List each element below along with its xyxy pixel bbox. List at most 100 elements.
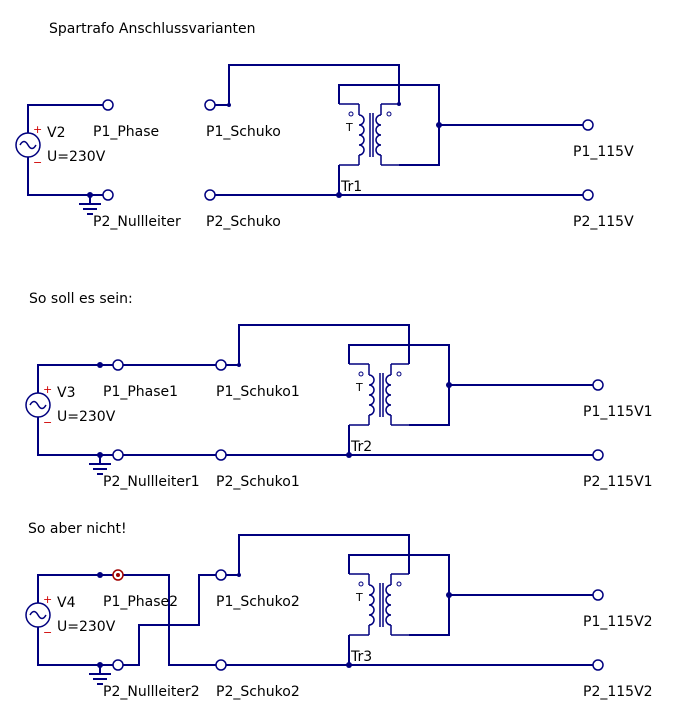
source-plus-sign: + — [43, 593, 52, 606]
polarity-dot — [358, 581, 364, 587]
port-out1[interactable] — [582, 119, 594, 131]
port-out2[interactable] — [592, 659, 604, 671]
junction-dot — [227, 103, 231, 107]
source-name: V3 — [57, 385, 75, 401]
port-schuko2-label: P2_Schuko1 — [216, 474, 300, 490]
circuit-1: + − V2 U=230V P1_Phase P2_Nullleiter P1_… — [15, 64, 634, 230]
port-schuko2[interactable] — [215, 659, 227, 671]
port-schuko2-label: P2_Schuko2 — [216, 684, 300, 700]
source-name: V2 — [47, 125, 65, 141]
port-phase-label: P1_Phase2 — [103, 594, 178, 610]
wire-phase-crossed[interactable] — [37, 574, 216, 666]
junction-dot — [97, 662, 103, 668]
source-plus-sign: + — [43, 383, 52, 396]
page-title: Spartrafo Anschlussvarianten — [49, 21, 255, 37]
ground-symbol — [89, 463, 111, 475]
port-schuko1-label: P1_Schuko1 — [216, 384, 300, 400]
port-phase-fault-mark — [116, 573, 120, 577]
port-out1-label: P1_115V2 — [583, 614, 653, 630]
source-minus-sign: − — [43, 416, 52, 429]
ground-symbol — [89, 673, 111, 685]
wire-transformer-loop[interactable] — [338, 84, 440, 166]
source-minus-sign: − — [33, 156, 42, 169]
junction-dot — [436, 122, 442, 128]
port-phase[interactable] — [102, 99, 114, 111]
port-out1[interactable] — [592, 589, 604, 601]
source-value: U=230V — [47, 149, 106, 165]
source-name: V4 — [57, 595, 76, 611]
port-schuko2-label: P2_Schuko — [206, 214, 281, 230]
junction-dot — [346, 662, 352, 668]
junction-dot — [237, 573, 241, 577]
port-schuko2[interactable] — [215, 449, 227, 461]
ground-symbol — [79, 203, 101, 215]
transformer[interactable] — [349, 363, 409, 426]
port-phase-label: P1_Phase1 — [103, 384, 178, 400]
voltage-source[interactable]: + − — [15, 123, 42, 169]
wire-neutral[interactable] — [27, 157, 108, 196]
port-schuko1[interactable] — [204, 99, 216, 111]
port-phase-label: P1_Phase — [93, 124, 159, 140]
port-neutral[interactable] — [112, 449, 124, 461]
wire-phase[interactable] — [37, 364, 113, 393]
port-neutral[interactable] — [112, 659, 124, 671]
transformer-type-label: T — [355, 381, 363, 394]
port-neutral[interactable] — [102, 189, 114, 201]
port-out1-label: P1_115V1 — [583, 404, 653, 420]
port-schuko1-label: P1_Schuko2 — [216, 594, 300, 610]
transformer-name: Tr3 — [350, 649, 372, 665]
port-schuko1[interactable] — [215, 359, 227, 371]
source-plus-sign: + — [33, 123, 42, 136]
transformer-type-label: T — [345, 121, 353, 134]
port-out2[interactable] — [592, 449, 604, 461]
junction-dot — [97, 362, 103, 368]
source-minus-sign: − — [43, 626, 52, 639]
junction-dot — [97, 452, 103, 458]
wire-schuko1-to-tap[interactable] — [226, 534, 410, 576]
wire-schuko1-to-tap[interactable] — [215, 64, 400, 106]
port-out1-label: P1_115V — [573, 144, 634, 160]
port-neutral-label: P2_Nullleiter — [93, 214, 181, 230]
transformer-name: Tr2 — [350, 439, 372, 455]
wire-transformer-loop[interactable] — [348, 344, 450, 426]
transformer[interactable] — [349, 573, 409, 636]
port-schuko1[interactable] — [215, 569, 227, 581]
junction-dot — [336, 192, 342, 198]
transformer-name: Tr1 — [340, 179, 362, 195]
port-out1[interactable] — [592, 379, 604, 391]
circuit-3-heading: So aber nicht! — [28, 521, 127, 537]
port-out2-label: P2_115V — [573, 214, 634, 230]
polarity-dot — [396, 581, 402, 587]
wire-neutral[interactable] — [37, 627, 113, 666]
wire-transformer-loop[interactable] — [348, 554, 450, 636]
port-neutral-label: P2_Nullleiter1 — [103, 474, 200, 490]
port-schuko2[interactable] — [204, 189, 216, 201]
circuit-3: + − V4 U=230V P1_Phase2 P2_Nullleiter2 P… — [25, 534, 653, 700]
circuit-2-heading: So soll es sein: — [29, 291, 133, 307]
polarity-dot — [396, 371, 402, 377]
junction-dot — [446, 592, 452, 598]
port-out2-label: P2_115V1 — [583, 474, 653, 490]
junction-dot — [346, 452, 352, 458]
voltage-source[interactable]: + − — [25, 383, 52, 429]
polarity-dot — [348, 111, 354, 117]
wire-neutral-crossed[interactable] — [123, 574, 216, 666]
port-schuko1-label: P1_Schuko — [206, 124, 281, 140]
wire-neutral[interactable] — [37, 417, 113, 456]
port-out2-label: P2_115V2 — [583, 684, 653, 700]
transformer[interactable] — [339, 103, 399, 166]
port-neutral-label: P2_Nullleiter2 — [103, 684, 200, 700]
port-out2[interactable] — [582, 189, 594, 201]
source-value: U=230V — [57, 619, 116, 635]
junction-dot — [446, 382, 452, 388]
polarity-dot — [386, 111, 392, 117]
junction-dot — [237, 363, 241, 367]
port-phase[interactable] — [112, 359, 124, 371]
wire-schuko1-to-tap[interactable] — [226, 324, 410, 366]
source-value: U=230V — [57, 409, 116, 425]
wire-phase[interactable] — [27, 104, 108, 133]
voltage-source[interactable]: + − — [25, 593, 52, 639]
circuit-2: + − V3 U=230V P1_Phase1 P2_Nullleiter1 P… — [25, 324, 653, 490]
junction-dot — [97, 572, 103, 578]
